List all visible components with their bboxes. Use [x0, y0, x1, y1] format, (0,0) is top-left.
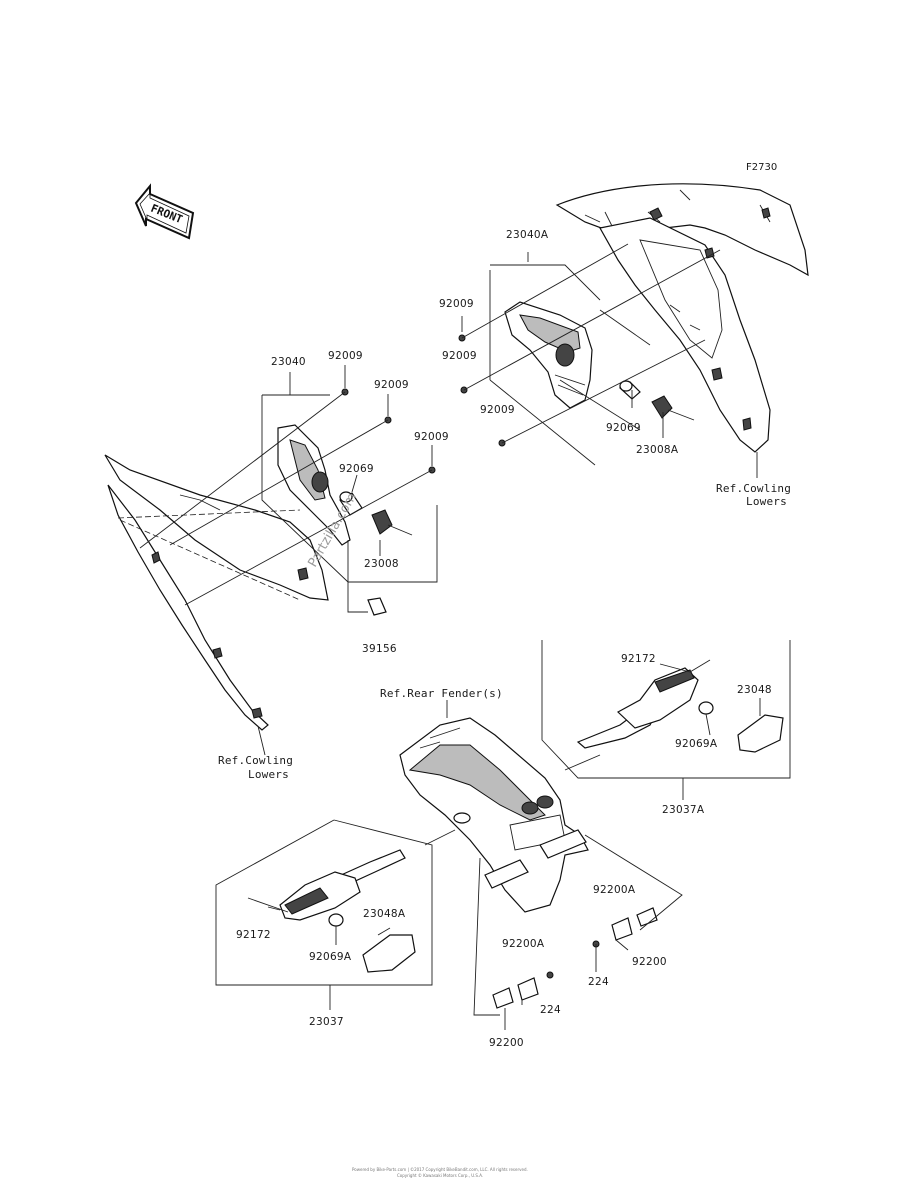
- footer-line1: Powered by Bike-Parts.com | ©2017 Copyri…: [352, 1167, 528, 1172]
- ref-cowling-right-line1: Ref.Cowling: [716, 482, 791, 495]
- leaders-ul: [139, 365, 438, 756]
- label-23037[interactable]: 23037: [309, 1016, 344, 1028]
- label-92200A-l[interactable]: 92200A: [502, 938, 545, 950]
- socket-23008-drawing: [371, 509, 413, 536]
- socket-23008A-drawing: [651, 395, 695, 421]
- label-92069-ur[interactable]: 92069: [606, 422, 641, 434]
- label-23037A[interactable]: 23037A: [662, 804, 705, 816]
- label-23048[interactable]: 23048: [737, 684, 772, 696]
- label-92069A-r[interactable]: 92069A: [675, 738, 718, 750]
- label-92009-ul3[interactable]: 92009: [414, 431, 449, 443]
- rear-fender-drawing: [399, 717, 589, 913]
- label-23040[interactable]: 23040: [271, 356, 306, 368]
- label-92009-ur3[interactable]: 92009: [480, 404, 515, 416]
- ref-cowling-right-line2: Lowers: [746, 495, 787, 508]
- bulb-92069-ur-drawing: [619, 380, 641, 400]
- label-224-r[interactable]: 224: [588, 976, 609, 988]
- label-92200-r[interactable]: 92200: [632, 956, 667, 968]
- label-92009-ur2[interactable]: 92009: [442, 350, 477, 362]
- label-92009-ul1[interactable]: 92009: [328, 350, 363, 362]
- label-92009-ul2[interactable]: 92009: [374, 379, 409, 391]
- label-92069A-l[interactable]: 92069A: [309, 951, 352, 963]
- plates-right-drawing: [592, 907, 658, 948]
- label-92172-r[interactable]: 92172: [621, 653, 656, 665]
- label-39156[interactable]: 39156: [362, 643, 397, 655]
- cowling-right-drawing: [555, 183, 809, 453]
- label-23040A[interactable]: 23040A: [506, 229, 549, 241]
- reference-labels: Ref.Cowling Lowers Ref.Cowling Lowers Re…: [218, 482, 791, 781]
- leaders-ur: [461, 243, 758, 478]
- label-23008[interactable]: 23008: [364, 558, 399, 570]
- front-arrow-icon: FRONT: [134, 183, 195, 240]
- turn-signal-23037A-drawing: [576, 663, 714, 749]
- turn-signal-23037-drawing: [247, 849, 406, 927]
- footer-line2: Copyright © Kawasaki Motors Corp., U.S.A…: [397, 1173, 483, 1178]
- cowling-left-drawing: [104, 454, 329, 731]
- label-224-l[interactable]: 224: [540, 1004, 561, 1016]
- bulb-92069-ul-drawing: [339, 491, 363, 516]
- label-92069-ul[interactable]: 92069: [339, 463, 374, 475]
- part-labels: 23040A 92009 92009 92009 92069 23008A 23…: [236, 229, 772, 1049]
- pad-39156-drawing: [367, 597, 387, 616]
- footer: Powered by Bike-Parts.com | ©2017 Copyri…: [352, 1167, 528, 1178]
- label-92200A-r[interactable]: 92200A: [593, 884, 636, 896]
- label-23008A[interactable]: 23008A: [636, 444, 679, 456]
- bracket-23040-drawing: [277, 424, 351, 546]
- ref-cowling-left-line2: Lowers: [248, 768, 289, 781]
- ref-rear-fender: Ref.Rear Fender(s): [380, 687, 503, 700]
- diagram-code: F2730: [746, 162, 777, 173]
- label-92172-l[interactable]: 92172: [236, 929, 271, 941]
- label-92200-l[interactable]: 92200: [489, 1037, 524, 1049]
- label-23048A[interactable]: 23048A: [363, 908, 406, 920]
- leaders-lower: [215, 640, 791, 1030]
- lens-23048-drawing: [737, 714, 784, 753]
- bracket-23040A-drawing: [504, 301, 593, 409]
- plates-left-drawing: [492, 971, 554, 1009]
- ref-cowling-left-line1: Ref.Cowling: [218, 754, 293, 767]
- lens-23048A-drawing: [362, 934, 416, 973]
- label-92009-ur1[interactable]: 92009: [439, 298, 474, 310]
